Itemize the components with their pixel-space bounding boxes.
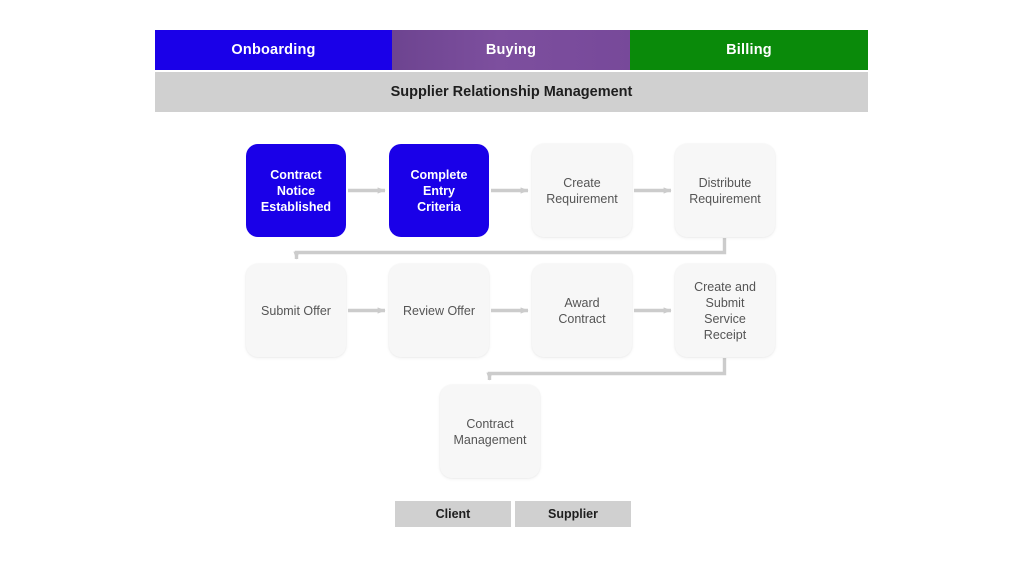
node-award-contract[interactable]: Award Contract [532,264,632,357]
srm-label: Supplier Relationship Management [390,84,633,100]
node-submit-offer-label: Submit Offer [261,303,331,318]
node-contract-notice-established-label: Contract Notice Established [260,167,332,214]
supplier-relationship-management-bar: Supplier Relationship Management [155,72,868,112]
legend: Client Supplier [395,501,631,527]
node-create-requirement-label: Create Requirement [546,175,618,206]
node-create-and-submit-service-receipt[interactable]: Create and Submit Service Receipt [675,264,775,357]
node-create-requirement[interactable]: Create Requirement [532,144,632,237]
legend-item-client[interactable]: Client [395,501,511,527]
legend-item-supplier-label: Supplier [547,507,598,521]
node-distribute-requirement[interactable]: Distribute Requirement [675,144,775,237]
phase-billing[interactable]: Billing [630,30,868,70]
node-review-offer-label: Review Offer [402,303,475,318]
node-contract-management[interactable]: Contract Management [440,385,540,478]
phase-onboarding[interactable]: Onboarding [155,30,392,70]
node-contract-management-label: Contract Management [453,416,527,447]
connector-service-receipt-to-contract-management [486,358,727,381]
node-complete-entry-criteria[interactable]: Complete Entry Criteria [389,144,489,237]
node-complete-entry-criteria-label: Complete Entry Criteria [410,167,468,214]
node-create-and-submit-service-receipt-label: Create and Submit Service Receipt [694,279,756,342]
phase-billing-label: Billing [726,42,772,58]
connector-distribute-requirement-to-submit-offer [293,238,727,260]
legend-item-supplier[interactable]: Supplier [515,501,631,527]
node-submit-offer[interactable]: Submit Offer [246,264,346,357]
node-contract-notice-established[interactable]: Contract Notice Established [246,144,346,237]
phase-onboarding-label: Onboarding [231,42,316,58]
phase-buying-label: Buying [485,42,537,58]
legend-item-client-label: Client [435,507,471,521]
node-distribute-requirement-label: Distribute Requirement [689,175,761,206]
node-review-offer[interactable]: Review Offer [389,264,489,357]
node-award-contract-label: Award Contract [558,295,606,326]
phase-buying[interactable]: Buying [392,30,630,70]
phase-bar: Onboarding Buying Billing [155,30,868,70]
